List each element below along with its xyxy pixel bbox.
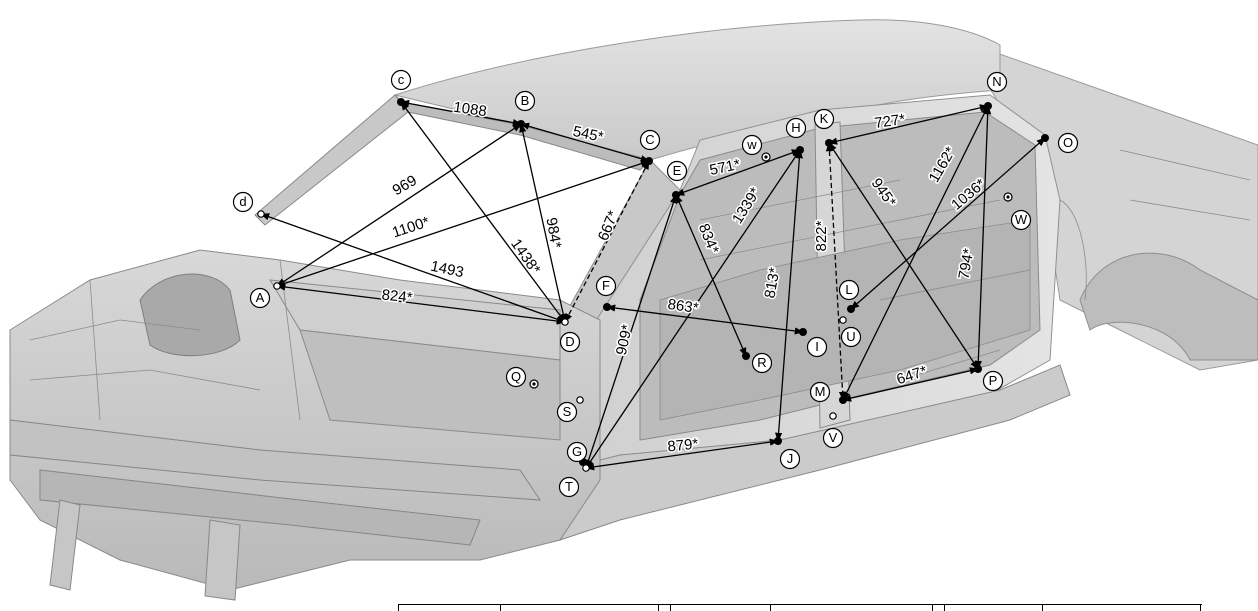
point-label-text-c: c: [398, 72, 405, 87]
point-marker-N: [984, 102, 992, 110]
point-label-text-A: A: [256, 290, 265, 305]
point-label-W: W: [1010, 209, 1032, 231]
point-label-text-Q: Q: [511, 369, 521, 384]
point-label-text-O: O: [1063, 135, 1073, 150]
point-label-text-w: w: [746, 137, 757, 152]
point-label-M: M: [809, 381, 831, 403]
point-label-text-P: P: [989, 373, 998, 388]
point-label-text-T: T: [565, 479, 573, 494]
dimension-line-H-J: [774, 149, 804, 442]
point-label-text-J: J: [787, 451, 794, 466]
point-label-Q: Q: [505, 366, 527, 388]
dimension-table-header: [398, 604, 1202, 611]
point-label-text-H: H: [791, 120, 800, 135]
point-label-w: w: [741, 134, 763, 156]
dimension-value-d-D: 1493: [429, 258, 465, 282]
point-label-A: A: [249, 287, 271, 309]
dimension-value-K-M: 822*: [813, 220, 830, 251]
point-marker-P: [974, 365, 982, 373]
point-marker-M: [839, 396, 847, 404]
point-label-text-D: D: [565, 334, 574, 349]
dimension-value-C-A: 1100*: [390, 213, 432, 241]
point-label-V: V: [822, 427, 844, 449]
point-label-text-B: B: [521, 93, 530, 108]
dimension-value-c-D: 1438*: [507, 236, 544, 278]
point-label-text-R: R: [757, 355, 766, 370]
dimension-line-M-P: [842, 367, 979, 402]
point-label-text-S: S: [563, 404, 572, 419]
point-labels: A B Cc dD E F G H I J K L M N O P Q R S T U VwW: [232, 69, 1079, 498]
point-marker-W: [1003, 192, 1013, 202]
point-label-text-M: M: [815, 384, 826, 399]
point-label-N: N: [986, 71, 1008, 93]
measuring-points: [257, 98, 1049, 472]
point-marker-K: [825, 139, 833, 147]
point-label-text-E: E: [673, 163, 682, 178]
point-label-L: L: [838, 279, 860, 301]
point-marker-D: [561, 318, 569, 326]
point-label-text-I: I: [815, 339, 819, 354]
point-label-d: d: [232, 191, 254, 213]
point-marker-S: [576, 396, 584, 404]
point-marker-F: [603, 303, 611, 311]
point-label-O: O: [1057, 132, 1079, 154]
point-label-text-W: W: [1015, 212, 1028, 227]
point-marker-I: [799, 328, 807, 336]
point-label-F: F: [595, 275, 617, 297]
dimension-line-N-P: [974, 105, 992, 370]
point-label-C: C: [639, 129, 661, 151]
point-label-B: B: [514, 90, 536, 112]
point-label-J: J: [779, 448, 801, 470]
dimension-value-B-D: 984*: [542, 216, 564, 250]
point-label-T: T: [558, 476, 580, 498]
point-marker-w: [761, 152, 771, 162]
point-marker-O: [1041, 134, 1049, 142]
dimension-line-B-A: [276, 123, 522, 287]
point-marker-J: [774, 437, 782, 445]
dimension-value-B-A: 969: [390, 172, 420, 199]
point-label-H: H: [785, 117, 807, 139]
point-label-D: D: [559, 331, 581, 353]
point-label-c: c: [390, 69, 412, 91]
point-label-text-L: L: [845, 282, 852, 297]
point-marker-R: [742, 352, 750, 360]
point-marker-B: [517, 120, 525, 128]
dimension-value-T-J: 879*: [667, 435, 700, 455]
point-label-text-K: K: [820, 111, 829, 126]
dimension-line-T-J: [585, 438, 779, 471]
point-label-text-U: U: [846, 329, 855, 344]
point-marker-c: [397, 98, 405, 106]
point-label-text-F: F: [602, 278, 610, 293]
point-label-text-G: G: [572, 444, 582, 459]
point-label-R: R: [751, 352, 773, 374]
point-marker-Q: [529, 379, 539, 389]
point-label-I: I: [806, 336, 828, 358]
dimension-lines: [260, 99, 1046, 471]
point-marker-A: [273, 282, 281, 290]
point-marker-H: [796, 146, 804, 154]
point-marker-d: [257, 210, 265, 218]
dimension-line-A-D: [276, 283, 566, 325]
point-marker-U: [839, 316, 847, 324]
point-marker-C: [645, 157, 653, 165]
point-marker-E: [672, 191, 680, 199]
point-marker-V: [829, 412, 837, 420]
point-label-G: G: [566, 441, 588, 463]
point-label-P: P: [982, 370, 1004, 392]
point-label-U: U: [840, 326, 862, 348]
point-label-text-V: V: [829, 430, 838, 445]
point-label-K: K: [813, 108, 835, 130]
point-label-E: E: [666, 160, 688, 182]
point-label-text-N: N: [992, 74, 1001, 89]
dimension-line-F-I: [606, 304, 804, 335]
point-marker-T: [582, 464, 590, 472]
point-label-S: S: [556, 401, 578, 423]
dimension-value-A-D: 824*: [381, 286, 414, 306]
dimension-line-O-L: [850, 137, 1046, 310]
point-label-text-d: d: [239, 194, 246, 209]
point-marker-L: [847, 305, 855, 313]
point-label-text-C: C: [645, 132, 654, 147]
